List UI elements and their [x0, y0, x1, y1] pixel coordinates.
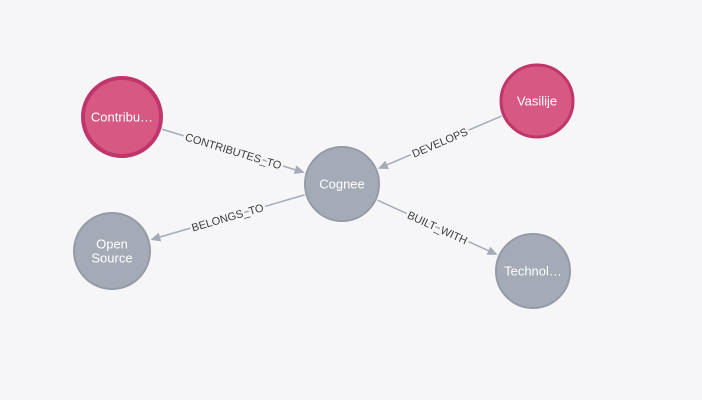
- edge-belongs-to-arrowhead: [150, 232, 162, 242]
- edge-belongs-to-line[interactable]: [159, 194, 305, 238]
- edge-built-with-arrowhead: [486, 246, 498, 255]
- edge-contributes-to[interactable]: CONTRIBUTES_TO: [161, 128, 305, 175]
- node-open-source-circle[interactable]: [73, 212, 151, 290]
- node-cognee-circle[interactable]: [304, 146, 380, 222]
- node-contributors-circle[interactable]: [81, 76, 163, 158]
- node-vasilije-circle[interactable]: [499, 63, 575, 139]
- node-technologies-circle[interactable]: [495, 233, 571, 309]
- node-technologies[interactable]: Technol…: [495, 233, 571, 309]
- edge-contributes-to-label[interactable]: CONTRIBUTES_TO: [181, 129, 286, 175]
- node-cognee[interactable]: Cognee: [304, 146, 380, 222]
- edge-belongs-to-label[interactable]: BELONGS_TO: [188, 200, 268, 237]
- edge-contributes-to-line[interactable]: [161, 128, 296, 171]
- edge-belongs-to[interactable]: BELONGS_TO: [150, 194, 305, 242]
- edge-develops-label[interactable]: DEVELOPS: [408, 124, 472, 163]
- edge-develops[interactable]: DEVELOPS: [377, 115, 502, 169]
- edge-built-with-line[interactable]: [377, 199, 489, 252]
- edge-built-with[interactable]: BUILT_WITH: [377, 199, 498, 255]
- edge-built-with-label[interactable]: BUILT_WITH: [403, 207, 472, 250]
- node-vasilije[interactable]: Vasilije: [499, 63, 575, 139]
- edge-contributes-to-arrowhead: [293, 165, 305, 175]
- edge-develops-arrowhead: [377, 160, 389, 169]
- node-contributors[interactable]: Contribu…: [81, 76, 163, 158]
- edge-develops-line[interactable]: [386, 115, 502, 166]
